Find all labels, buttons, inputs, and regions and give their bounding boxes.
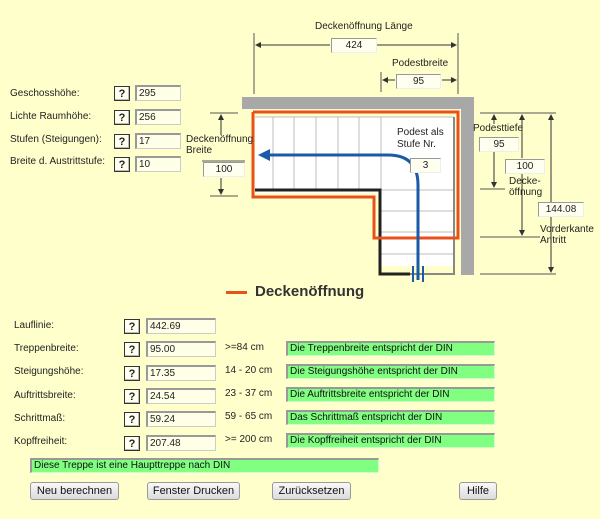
treppenbreite-help-button[interactable]: ? <box>124 342 140 357</box>
deckenoeffnung-laenge-value[interactable] <box>331 38 377 53</box>
top-wall <box>242 97 474 109</box>
print-window-button[interactable]: Fenster Drucken <box>147 482 240 500</box>
vorderkante-antritt-label-2: Antritt <box>540 235 567 246</box>
austrittstufe-input[interactable] <box>135 156 181 172</box>
deckenoeffnung-breite-label-2: Breite <box>186 145 213 156</box>
podestbreite-label: Podestbreite <box>392 58 449 69</box>
lauflinie-help-button[interactable]: ? <box>124 319 140 334</box>
schrittmass-label: Schrittmaß: <box>14 413 66 424</box>
kopffreiheit-help-button[interactable]: ? <box>124 436 140 451</box>
summary-message: Diese Treppe ist eine Haupttreppe nach D… <box>30 458 379 473</box>
treppenbreite-range: >=84 cm <box>225 342 264 353</box>
deckenoeffnung-breite-value[interactable] <box>203 162 245 177</box>
kopffreiheit-message: Die Kopffreiheit entspricht der DIN <box>286 433 495 448</box>
ceiling-opening-outline <box>251 110 460 240</box>
steigungshoehe-value <box>146 365 216 381</box>
steigungshoehe-label: Steigungshöhe: <box>14 366 84 377</box>
podesttiefe-label: Podesttiefe <box>473 123 524 134</box>
walk-line-arrowhead <box>258 149 270 161</box>
podestbreite-value[interactable] <box>396 74 441 89</box>
auftrittsbreite-help-button[interactable]: ? <box>124 389 140 404</box>
recalculate-button[interactable]: Neu berechnen <box>30 482 119 500</box>
lauflinie-label: Lauflinie: <box>14 320 55 331</box>
austrittstufe-label: Breite d. Austrittstufe: <box>10 156 106 167</box>
vorderkante-antritt-value[interactable] <box>538 202 584 217</box>
kopffreiheit-range: >= 200 cm <box>225 434 273 445</box>
geschosshoehe-label: Geschosshöhe: <box>10 88 80 99</box>
schrittmass-value <box>146 411 216 427</box>
auftrittsbreite-message: Die Auftrittsbreite entspricht der DIN <box>286 387 495 402</box>
deckenoeffnung-breite-label-1: Deckenöffnung <box>186 134 254 145</box>
kopffreiheit-label: Kopffreiheit: <box>14 436 68 447</box>
lichte-raumhoehe-input[interactable] <box>135 109 181 125</box>
treppenbreite-value <box>146 341 216 357</box>
podest-stufe-value[interactable] <box>410 158 441 173</box>
decke-oeffnung-value[interactable] <box>505 159 545 174</box>
lichte-raumhoehe-help-button[interactable]: ? <box>114 110 130 125</box>
deckenoeffnung-laenge-label: Deckenöffnung Länge <box>315 21 413 32</box>
legend-swatch <box>226 291 247 294</box>
podest-stufe-label-2: Stufe Nr. <box>397 139 436 150</box>
legend-label: Deckenöffnung <box>255 283 365 300</box>
help-button[interactable]: Hilfe <box>459 482 497 500</box>
staircase-diagram <box>202 33 556 282</box>
schrittmass-help-button[interactable]: ? <box>124 412 140 427</box>
lauflinie-value <box>146 318 216 334</box>
lichte-raumhoehe-label: Lichte Raumhöhe: <box>10 111 92 122</box>
schrittmass-message: Das Schrittmaß entspricht der DIN <box>286 410 495 425</box>
steigungshoehe-help-button[interactable]: ? <box>124 366 140 381</box>
auftrittsbreite-label: Auftrittsbreite: <box>14 390 76 401</box>
reset-button[interactable]: Zurücksetzen <box>272 482 351 500</box>
podesttiefe-value[interactable] <box>479 137 519 152</box>
right-wall <box>461 97 474 275</box>
podest-stufe-label-1: Podest als <box>397 127 444 138</box>
stair-outline-black <box>255 188 410 276</box>
decke-oeffnung-label-1: Decke- <box>509 176 541 187</box>
vorderkante-antritt-label-1: Vorderkante <box>540 224 594 235</box>
schrittmass-range: 59 - 65 cm <box>225 411 273 422</box>
austrittstufe-help-button[interactable]: ? <box>114 157 130 172</box>
auftrittsbreite-range: 23 - 37 cm <box>225 388 273 399</box>
stufen-help-button[interactable]: ? <box>114 134 130 149</box>
treppenbreite-label: Treppenbreite: <box>14 343 79 354</box>
stufen-input[interactable] <box>135 133 181 149</box>
steigungshoehe-range: 14 - 20 cm <box>225 365 273 376</box>
treppenbreite-message: Die Treppenbreite entspricht der DIN <box>286 341 495 356</box>
decke-oeffnung-label-2: öffnung <box>509 187 543 198</box>
auftrittsbreite-value <box>146 388 216 404</box>
kopffreiheit-value <box>146 435 216 451</box>
geschosshoehe-input[interactable] <box>135 85 181 101</box>
geschosshoehe-help-button[interactable]: ? <box>114 86 130 101</box>
stufen-label: Stufen (Steigungen): <box>10 134 102 145</box>
steigungshoehe-message: Die Steigungshöhe entspricht der DIN <box>286 364 495 379</box>
